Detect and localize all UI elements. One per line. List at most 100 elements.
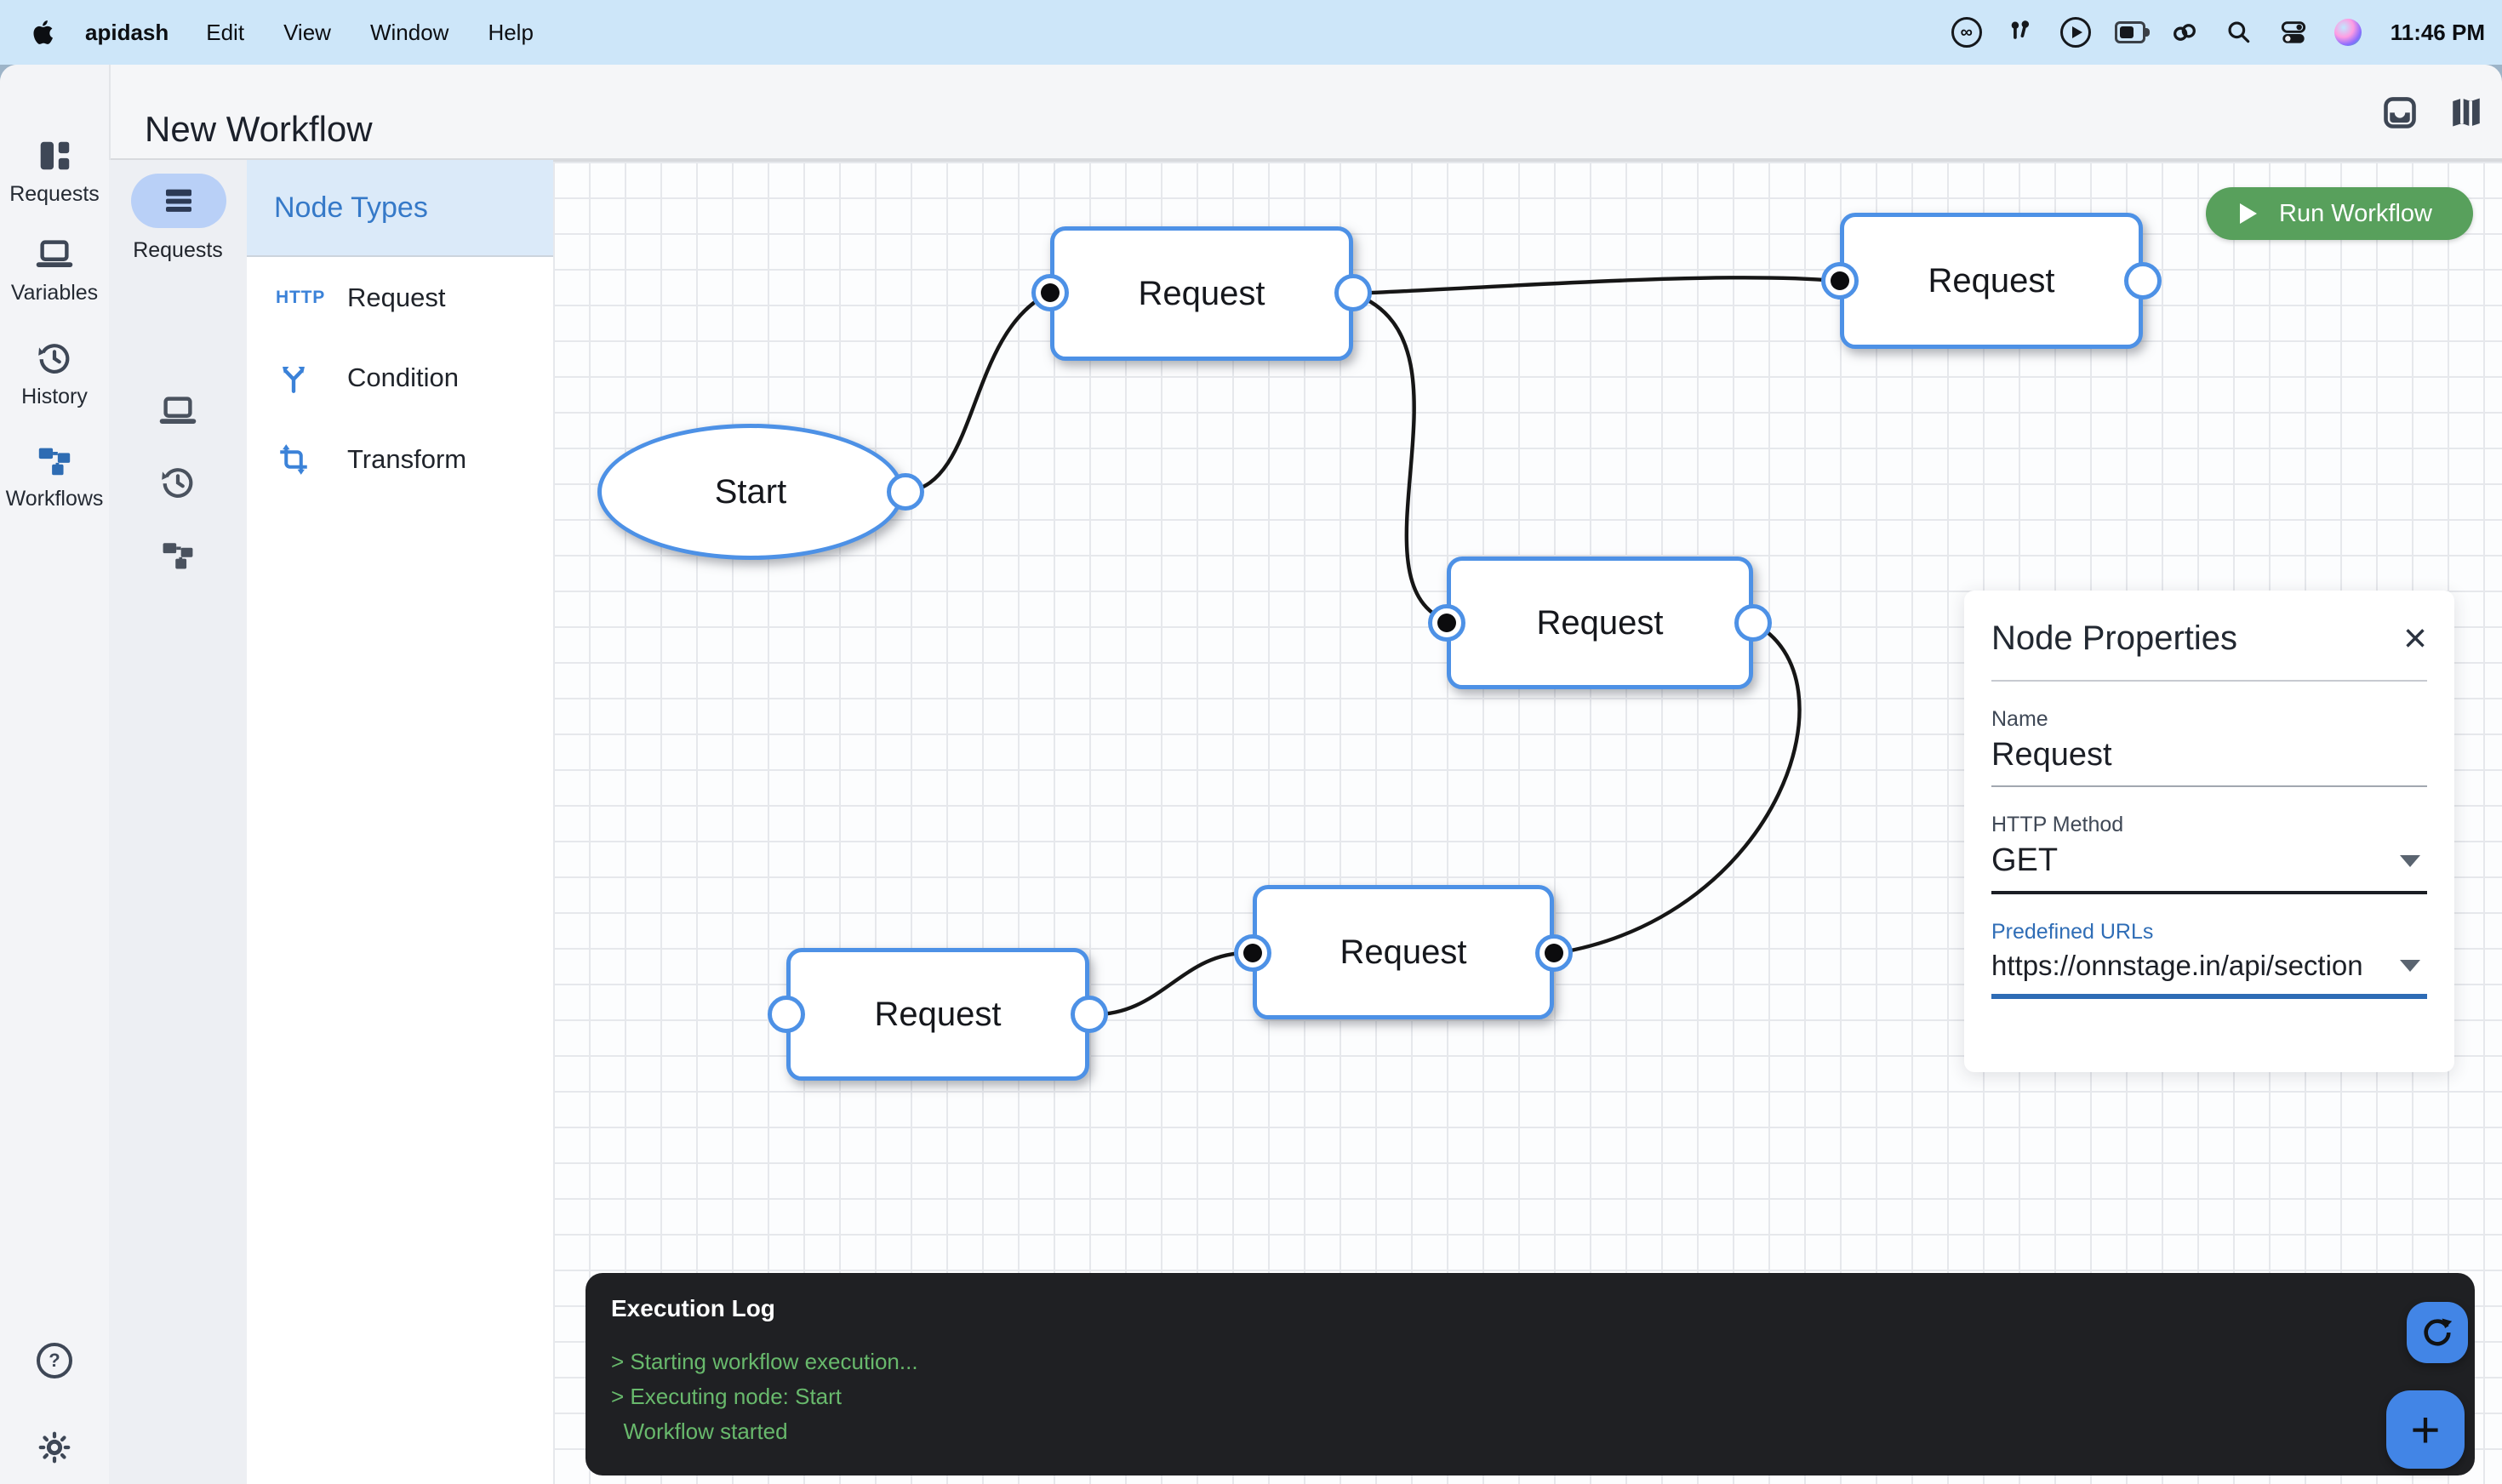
log-line: > Starting workflow execution... <box>611 1349 918 1374</box>
chevron-down-icon <box>2400 854 2420 867</box>
sidebar-item-label: History <box>21 385 88 408</box>
panel-divider <box>1991 680 2427 682</box>
airpods-icon[interactable] <box>2006 17 2036 48</box>
node-properties-title: Node Properties <box>1991 619 2238 657</box>
subrail-item-workflows[interactable] <box>109 536 247 574</box>
subrail-item-requests-selected[interactable] <box>131 174 226 228</box>
execution-log-panel: Execution Log > Starting workflow execut… <box>586 1273 2475 1475</box>
log-line: > Executing node: Start <box>611 1384 843 1409</box>
history-clock-icon <box>38 344 70 374</box>
sidebar-item-label: Requests <box>9 182 100 206</box>
laptop-icon <box>36 240 73 267</box>
node-label: Request <box>1928 261 2055 300</box>
run-workflow-button[interactable]: Run Workflow <box>2206 187 2473 240</box>
node-start[interactable]: Start <box>597 424 904 560</box>
subrail-item-label: Requests <box>133 238 223 262</box>
sidebar-item-label: Workflows <box>5 487 104 511</box>
port-request2-in[interactable] <box>1821 262 1859 300</box>
history-clock-icon <box>162 468 193 498</box>
apple-menu[interactable] <box>29 18 54 47</box>
node-types-header: Node Types <box>247 160 553 257</box>
node-label: Request <box>874 995 1002 1033</box>
predefined-urls-label: Predefined URLs <box>1991 920 2154 944</box>
header-divider <box>109 158 2502 160</box>
http-method-label: HTTP Method <box>1991 813 2124 836</box>
save-tray-icon[interactable] <box>2381 94 2419 131</box>
sidebar-item-history[interactable]: History <box>0 339 109 409</box>
list-icon <box>166 189 191 212</box>
refresh-icon <box>2424 1318 2453 1346</box>
help-button[interactable]: ? <box>0 1343 109 1378</box>
menu-bar: apidash Edit View Window Help ∞ <box>0 0 2502 65</box>
chevron-down-icon <box>2400 960 2420 972</box>
port-request2-out[interactable] <box>2124 262 2162 300</box>
port-request1-out[interactable] <box>1334 274 1372 311</box>
handoff-link-icon[interactable] <box>2169 17 2200 48</box>
map-icon[interactable] <box>2448 94 2485 131</box>
node-request-4[interactable]: Request <box>786 948 1089 1081</box>
subrail-item-environments[interactable] <box>109 391 247 431</box>
port-start-out[interactable] <box>887 473 924 511</box>
laptop-icon <box>159 397 197 424</box>
control-center-icon[interactable] <box>2278 17 2309 48</box>
branch-icon <box>276 360 327 396</box>
close-icon[interactable]: × <box>2402 615 2427 661</box>
port-request5-in[interactable] <box>1234 934 1271 972</box>
http-badge-icon: HTTP <box>276 288 326 307</box>
menu-edit[interactable]: Edit <box>206 19 245 45</box>
node-type-request[interactable]: HTTP Request <box>276 283 446 312</box>
menu-app-name[interactable]: apidash <box>85 19 169 45</box>
predefined-urls-select[interactable]: https://onnstage.in/api/section <box>1991 950 2427 999</box>
execution-log-title: Execution Log <box>611 1295 775 1321</box>
port-request4-in[interactable] <box>768 996 805 1033</box>
port-request1-in[interactable] <box>1031 274 1069 311</box>
creative-cloud-icon[interactable]: ∞ <box>1951 17 1982 48</box>
http-method-value: GET <box>1991 842 2059 878</box>
sidebar-item-requests[interactable]: Requests <box>0 136 109 207</box>
menu-clock[interactable]: 11:46 PM <box>2390 19 2485 45</box>
menu-window[interactable]: Window <box>369 19 449 45</box>
apple-icon <box>33 20 53 44</box>
node-request-3[interactable]: Request <box>1447 556 1753 689</box>
requests-layout-icon <box>40 141 70 170</box>
sidebar-item-variables[interactable]: Variables <box>0 235 109 305</box>
sidebar-item-label: Variables <box>10 281 99 305</box>
name-field[interactable]: Request <box>1991 737 2427 787</box>
page-title: New Workflow <box>145 109 373 149</box>
port-request3-out[interactable] <box>1734 604 1772 642</box>
node-label: Start <box>714 472 787 511</box>
http-method-select[interactable]: GET <box>1991 842 2427 894</box>
transform-icon <box>276 442 327 477</box>
sidebar-item-workflows[interactable]: Workflows <box>0 441 109 511</box>
node-label: Request <box>1340 933 1467 971</box>
name-field-value: Request <box>1991 737 2112 773</box>
node-type-condition[interactable]: Condition <box>247 344 553 412</box>
log-line: Workflow started <box>611 1418 788 1444</box>
subrail-item-history[interactable] <box>109 463 247 502</box>
port-request5-out[interactable] <box>1535 934 1573 972</box>
settings-button[interactable] <box>0 1430 109 1465</box>
node-type-transform[interactable]: Transform <box>247 425 553 494</box>
spotlight-icon[interactable] <box>2224 17 2254 48</box>
node-request-2[interactable]: Request <box>1840 213 2143 349</box>
port-request3-in[interactable] <box>1428 604 1465 642</box>
node-request-5[interactable]: Request <box>1253 885 1554 1019</box>
secondary-sidebar: Requests <box>109 160 247 1484</box>
port-request4-out[interactable] <box>1071 996 1108 1033</box>
app-window: New Workflow Requests Variables History <box>0 65 2502 1484</box>
play-status-icon[interactable] <box>2059 17 2091 48</box>
help-icon: ? <box>37 1343 72 1378</box>
gear-icon <box>38 1431 71 1464</box>
siri-icon[interactable] <box>2333 17 2363 48</box>
refresh-button[interactable] <box>2407 1302 2468 1363</box>
node-properties-panel: Node Properties × Name Request HTTP Meth… <box>1964 591 2454 1072</box>
menu-view[interactable]: View <box>283 19 331 45</box>
add-node-button[interactable]: + <box>2386 1390 2465 1469</box>
predefined-urls-value: https://onnstage.in/api/section <box>1991 950 2363 981</box>
node-types-panel: Node Types HTTP Request Condition Transf… <box>247 160 555 1484</box>
node-request-1[interactable]: Request <box>1050 226 1353 361</box>
battery-icon[interactable] <box>2114 17 2150 48</box>
workflow-icon <box>38 448 71 476</box>
menu-help[interactable]: Help <box>488 19 534 45</box>
